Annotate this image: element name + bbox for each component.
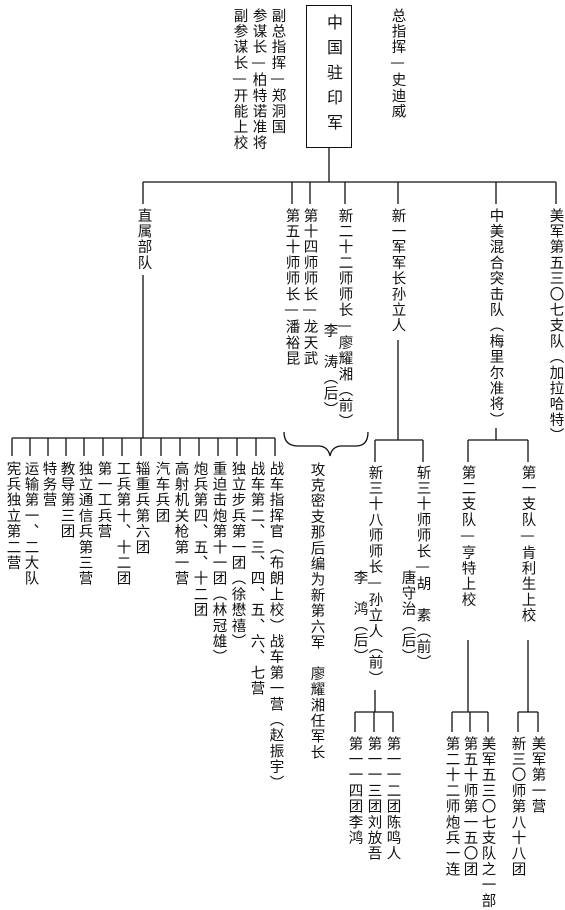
team-1-label: 第一支队—肯利生上校 <box>519 465 536 624</box>
direct-unit-item: 辎重兵第六团 <box>133 461 150 556</box>
direct-unit-item: 重迫击炮第十一团（林冠雄） <box>210 461 227 666</box>
regiment-113: 第一一三团刘放吾 <box>365 736 382 862</box>
regiment-114: 第一一四团李鸿 <box>346 736 363 846</box>
deputy-chief-of-staff: 副参谋长—开能上校 <box>231 8 248 151</box>
team-2-unit: 第二十二师炮兵一连 <box>443 736 460 878</box>
direct-unit-item: 独立通信兵第三营 <box>76 461 93 587</box>
division-22-rear-commander: 李 涛（后） <box>321 323 338 418</box>
division-22-commander: 新二十二师师长—廖耀湘（前） <box>336 208 353 430</box>
team-2-label: 第二支队—亨特上校 <box>459 465 476 608</box>
team-2-unit: 第五十师第一五〇团 <box>461 736 478 878</box>
direct-unit-item: 汽车兵团 <box>153 461 170 524</box>
direct-unit-item: 战车第二、三、四、五、六、七营 <box>248 461 265 697</box>
reorganization-bracket <box>283 431 369 457</box>
division-14-label: 第十四师师长—龙天武 <box>301 208 318 367</box>
mixed-force-label: 中美混合突击队（梅里尔准将） <box>487 208 504 428</box>
direct-unit-item: 炮兵第四、五、十二团 <box>191 461 208 618</box>
direct-unit-item: 战车指挥官（布朗上校）战车第一营（赵振宇） <box>267 461 284 791</box>
division-38-commander: 新三十八师师长—孙立人（前） <box>366 465 383 687</box>
chief-of-staff: 参谋长—柏特诺准将 <box>250 8 267 151</box>
division-30-rear-commander: 唐守治（后） <box>399 570 416 665</box>
deputy-chief-commander: 副总指挥—郑洞国 <box>269 8 286 136</box>
direct-unit-item: 工兵第十、十二团 <box>114 461 131 587</box>
new-1st-army-label: 新一军军长孙立人 <box>389 208 406 334</box>
root-label: 中国驻印军 <box>324 14 343 139</box>
direct-unit-item: 高射机关枪第一营 <box>172 461 189 587</box>
division-38-rear-commander: 李 鸿（后） <box>351 570 368 665</box>
direct-units-label: 直属部队 <box>135 208 152 271</box>
team-2-unit: 美军五三〇七支队之一部 <box>479 736 496 909</box>
direct-unit-item: 宪兵独立第二营 <box>4 461 21 571</box>
direct-unit-item: 特务营 <box>40 461 57 509</box>
division-50-label: 第五十师师长—潘裕昆 <box>283 208 300 367</box>
direct-unit-item: 独立步兵第一团（徐懋禧） <box>229 461 246 650</box>
division-30-commander: 斩三十师师长—胡 素（前） <box>414 465 431 671</box>
chief-commander: 总指挥—史迪威 <box>389 8 406 120</box>
root-box <box>306 5 352 148</box>
direct-unit-item: 第一工兵营 <box>95 461 112 540</box>
direct-unit-item: 教导第三团 <box>58 461 75 540</box>
team-1-unit: 美军第一营 <box>529 736 546 815</box>
us-5307-label: 美军第五三〇七支队（加拉哈特） <box>547 208 564 444</box>
direct-unit-item: 运输第一、二大队 <box>22 461 39 587</box>
regiment-112: 第一一二团陈鸣人 <box>384 736 401 862</box>
reorganization-note: 攻克密支那后编为新第六军 廖耀湘任军长 <box>308 462 325 761</box>
team-1-unit: 新三〇师第八十八团 <box>509 736 526 878</box>
